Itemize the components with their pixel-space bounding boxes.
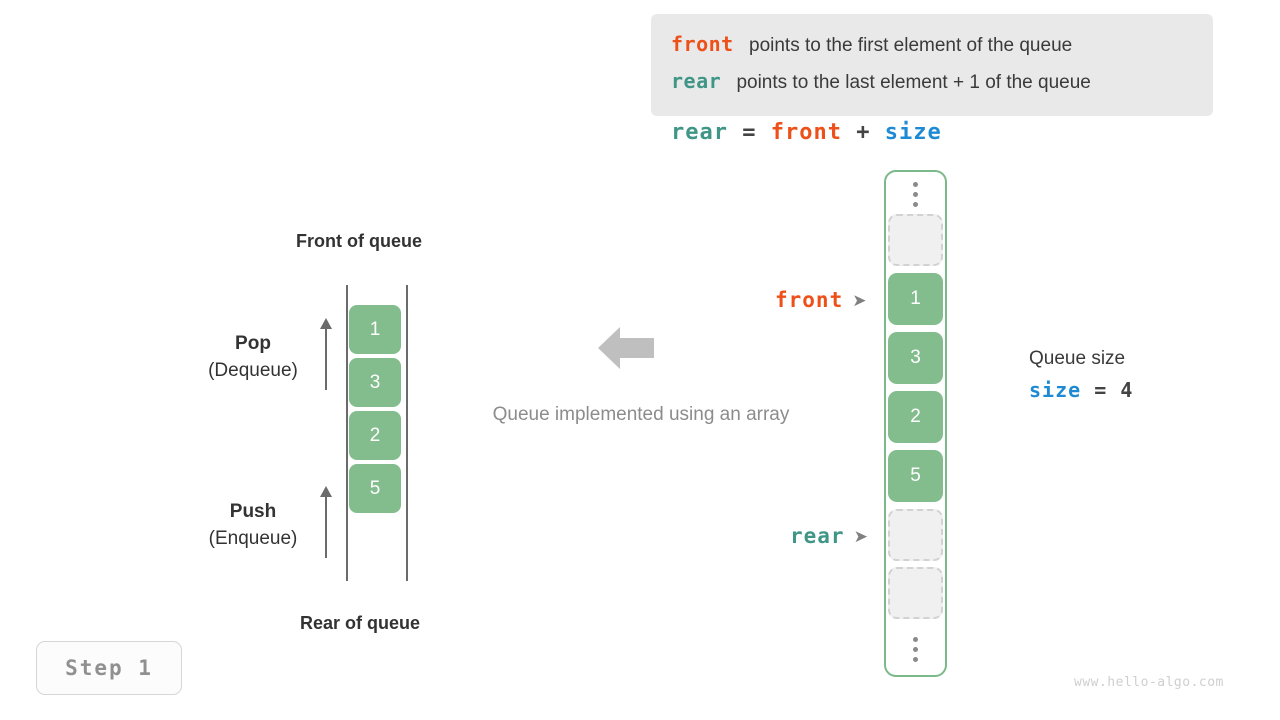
formula-rear-equals-front-plus-size: rear = front + size (671, 120, 942, 145)
queue-cell: 3 (349, 358, 401, 407)
legend-keyword-front: front (671, 32, 734, 56)
array-slot-empty (888, 509, 943, 561)
formula-lhs: rear (671, 120, 728, 145)
watermark: www.hello-algo.com (1074, 675, 1224, 690)
array-slot-filled: 3 (888, 332, 943, 384)
queue-cell: 1 (349, 305, 401, 354)
pointer-arrowhead-icon: ➤ (852, 290, 867, 310)
array-slot-empty (888, 567, 943, 619)
step-badge: Step 1 (36, 641, 182, 695)
pointer-front: front ➤ (775, 288, 866, 312)
pointer-rear-label: rear (790, 524, 845, 548)
array-ellipsis-icon-top (888, 170, 943, 218)
queue-size-info: Queue size size = 4 (1029, 344, 1133, 406)
queue-size-expression: size = 4 (1029, 374, 1133, 406)
formula-rhs-front: front (770, 120, 842, 145)
pop-subtitle: (Dequeue) (208, 360, 298, 381)
array-ellipsis-icon-bottom (888, 625, 943, 673)
arrow-up-icon-push (318, 486, 334, 558)
legend-line-rear: rear points to the last element + 1 of t… (671, 63, 1193, 100)
queue-rail-left (346, 285, 348, 581)
pointer-front-label: front (775, 288, 844, 312)
arrow-left-icon (598, 325, 654, 371)
array-slot-filled: 2 (888, 391, 943, 443)
queue-rail-right (406, 285, 408, 581)
legend-line-front: front points to the first element of the… (671, 26, 1193, 63)
pointer-rear: rear ➤ (790, 524, 868, 548)
arrow-up-icon-pop (318, 318, 334, 390)
queue-cell: 2 (349, 411, 401, 460)
push-operation-label: Push (Enqueue) (183, 499, 323, 553)
queue-cell: 5 (349, 464, 401, 513)
legend-text-front: points to the first element of the queue (749, 35, 1073, 56)
formula-equals: = (742, 120, 757, 145)
array-slot-filled: 1 (888, 273, 943, 325)
center-caption: Queue implemented using an array (492, 404, 790, 425)
step-badge-label: Step 1 (65, 656, 153, 680)
size-equals: = (1094, 378, 1108, 402)
legend-text-rear: points to the last element + 1 of the qu… (736, 72, 1091, 93)
push-subtitle: (Enqueue) (208, 528, 298, 549)
push-title: Push (229, 501, 277, 522)
formula-rhs-size: size (884, 120, 942, 145)
legend-box: front points to the first element of the… (651, 14, 1213, 116)
pop-title: Pop (235, 333, 271, 354)
pointer-arrowhead-icon: ➤ (853, 526, 868, 546)
array-slot-filled: 5 (888, 450, 943, 502)
front-of-queue-label: Front of queue (296, 231, 422, 251)
size-keyword: size (1029, 378, 1082, 402)
rear-of-queue-label: Rear of queue (300, 613, 421, 633)
queue-size-title: Queue size (1029, 348, 1126, 369)
legend-keyword-rear: rear (671, 69, 722, 93)
pop-operation-label: Pop (Dequeue) (183, 331, 323, 385)
array-slot-empty (888, 214, 943, 266)
formula-plus: + (856, 120, 871, 145)
size-value: 4 (1120, 378, 1134, 402)
